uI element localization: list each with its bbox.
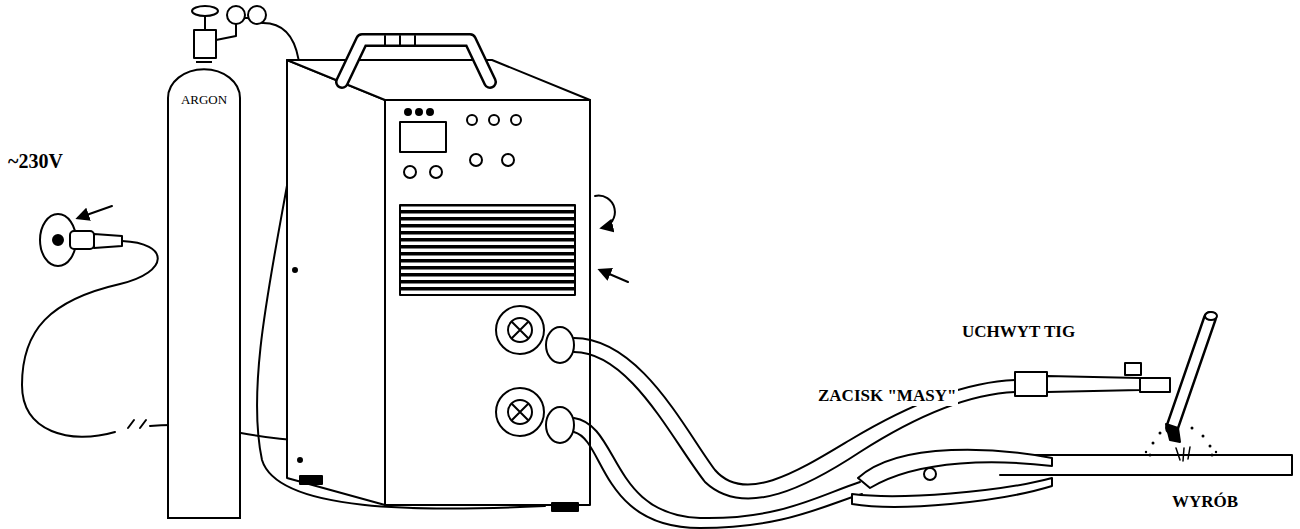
power-cable [22, 241, 158, 437]
part-label: WYRÓB [1170, 492, 1240, 512]
torch-cable [546, 327, 1015, 499]
cylinder-outline [166, 58, 242, 522]
ground-cable [546, 407, 862, 528]
cylinder-neck [196, 61, 212, 63]
gas-regulator [192, 6, 266, 58]
part-label: ZACISK "MASY" [816, 386, 958, 406]
cylinder-label: ARGON [166, 92, 242, 108]
cylinder-body [168, 69, 240, 518]
wall-socket [40, 206, 122, 266]
power-cable [128, 420, 146, 428]
part-label: UCHWYT TIG [960, 322, 1077, 342]
ground-clamp [852, 450, 1052, 507]
welding-machine [287, 36, 628, 511]
part-label: ~230V [6, 150, 65, 173]
gas-cylinder: ARGON [166, 58, 242, 522]
